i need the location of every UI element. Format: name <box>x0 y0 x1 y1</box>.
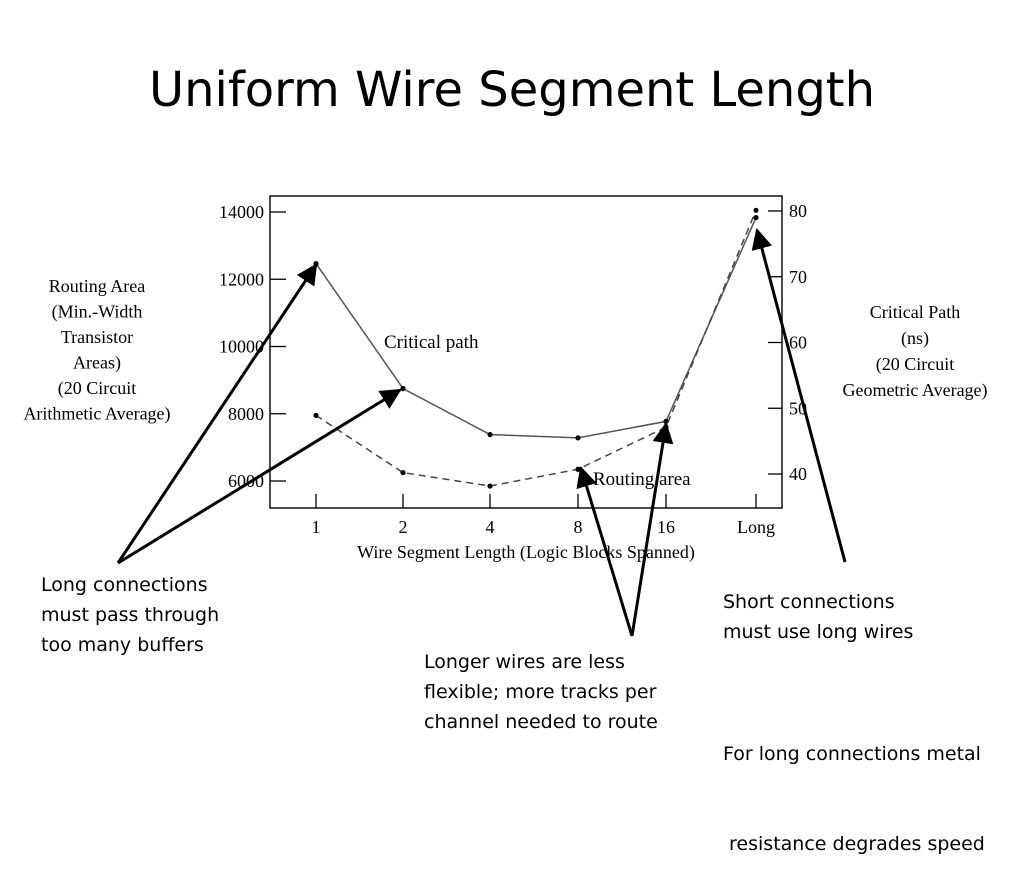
x-axis-tick-label: 8 <box>574 517 583 537</box>
right-axis-tick-label: 60 <box>789 333 807 353</box>
data-point-critical-path <box>487 431 493 438</box>
series-label-critical-path: Critical path <box>384 332 479 353</box>
note-flexibility-line: flexible; more tracks per <box>424 681 657 703</box>
arrow-buffers-to-critical-1 <box>116 263 318 564</box>
note-flexibility: Longer wires are less flexible; more tra… <box>424 647 658 737</box>
arrow-flexible-to-area-16 <box>630 421 674 637</box>
x-axis-label: Wire Segment Length (Logic Blocks Spanne… <box>357 542 695 563</box>
data-point-critical-path <box>400 385 406 392</box>
slide-title: Uniform Wire Segment Length <box>148 62 876 118</box>
data-point-critical-path <box>575 435 581 441</box>
arrow-buffers-to-critical-2 <box>117 388 402 565</box>
left-axis-tick-label: 6000 <box>228 471 264 491</box>
right-axis-tick-label: 70 <box>789 267 807 287</box>
axis-label-line: (ns) <box>901 328 929 349</box>
axis-label-line: Routing Area <box>49 276 146 296</box>
axis-label-line: Critical Path <box>870 302 960 322</box>
data-point-routing-area <box>400 469 406 476</box>
axis-label-line: Geometric Average) <box>842 380 987 401</box>
right-axis-tick-label: 40 <box>789 464 807 484</box>
note-flexibility-line: Longer wires are less <box>424 651 625 673</box>
note-buffers-line: too many buffers <box>41 634 204 656</box>
axis-label-line: Transistor <box>61 327 133 347</box>
data-point-critical-path <box>753 214 759 221</box>
axis-label-line: (20 Circuit <box>876 354 955 375</box>
note-buffers-line: Long connections <box>41 574 208 596</box>
axis-label-line: Areas) <box>73 353 121 374</box>
right-axis-tick-label: 80 <box>789 201 807 221</box>
left-axis-tick-label: 12000 <box>219 269 264 289</box>
x-axis-tick-label: Long <box>737 517 775 537</box>
series-label-routing-area: Routing area <box>593 469 691 490</box>
axis-label-line: (20 Circuit <box>58 378 137 399</box>
left-axis-tick-label: 10000 <box>219 337 264 357</box>
arrow-flexible-to-area-8 <box>576 465 634 637</box>
axis-label-line: Arithmetic Average) <box>23 404 170 425</box>
x-axis-tick-label: 2 <box>399 517 408 537</box>
left-axis-tick-label: 8000 <box>228 404 264 424</box>
note-flexibility-line: channel needed to route <box>424 711 658 733</box>
note-buffers-line: must pass through <box>41 604 220 626</box>
arrows <box>116 227 847 637</box>
note-short-line: Short connections <box>723 591 895 613</box>
arrow-short-to-long <box>751 227 847 563</box>
data-point-routing-area <box>487 483 493 489</box>
note-metal-resistance: For long connections metal resistance de… <box>723 679 985 889</box>
axis-label-line: (Min.-Width <box>52 302 143 323</box>
x-axis-tick-label: 16 <box>657 517 675 537</box>
note-metal-line: For long connections metal <box>723 743 981 765</box>
x-axis-tick-label: 4 <box>486 517 495 537</box>
x-axis-tick-label: 1 <box>312 517 321 537</box>
data-point-routing-area <box>753 207 759 213</box>
note-short-connections: Short connections must use long wires <box>723 587 913 647</box>
plot-frame <box>269 195 783 509</box>
series-line-routing-area <box>315 210 757 487</box>
note-short-line: must use long wires <box>723 621 914 643</box>
data-point-routing-area <box>313 412 319 419</box>
series-line-critical-path <box>315 217 757 439</box>
note-buffers: Long connections must pass through too m… <box>41 570 219 660</box>
left-axis-tick-label: 14000 <box>219 202 264 222</box>
note-metal-line: resistance degrades speed <box>723 833 985 855</box>
